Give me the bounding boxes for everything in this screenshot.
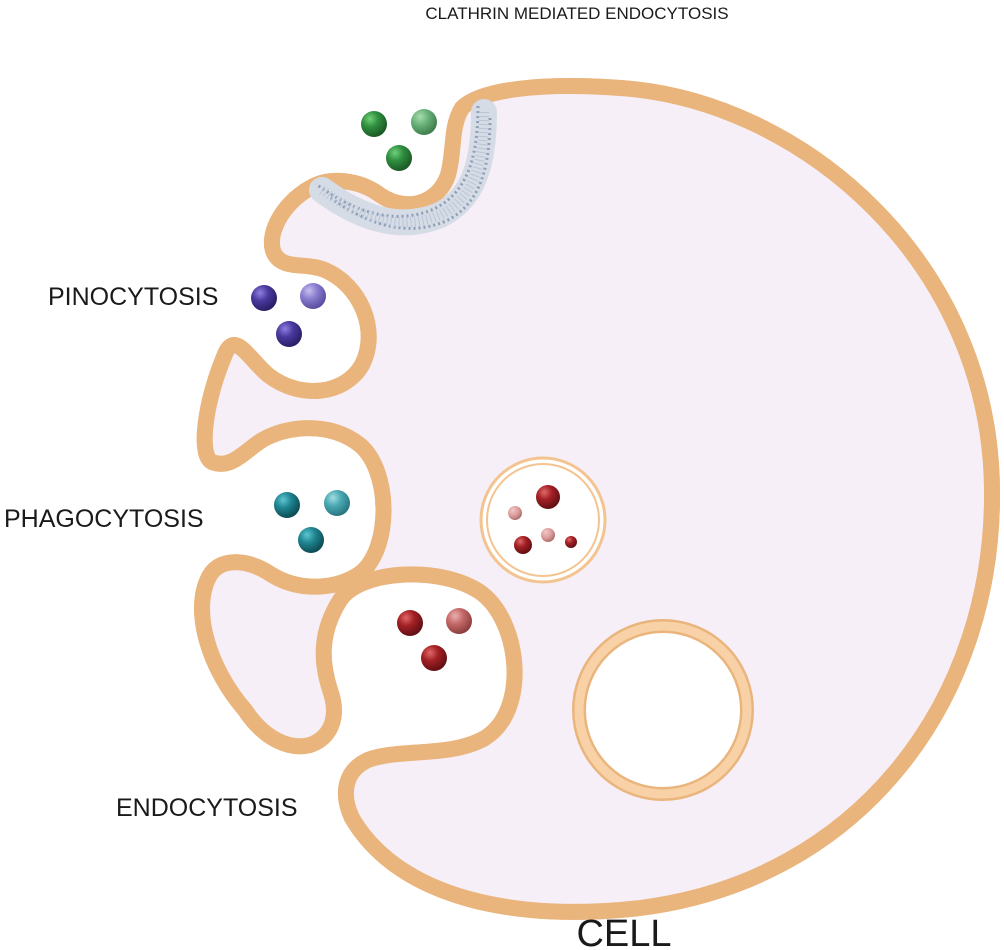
purple-particle xyxy=(300,283,326,309)
phagocytosis-particles xyxy=(274,490,350,553)
label-clathrin: CLATHRIN MEDIATED ENDOCYTOSIS xyxy=(425,4,728,23)
green-particle xyxy=(411,109,437,135)
clathrin-particles xyxy=(361,109,437,171)
red-particle xyxy=(421,645,447,671)
red-particle xyxy=(446,608,472,634)
nucleus-ring xyxy=(572,619,754,801)
endosome-particle xyxy=(565,536,577,548)
green-particle xyxy=(386,145,412,171)
endosome-particle xyxy=(541,528,555,542)
label-pinocytosis: PINOCYTOSIS xyxy=(48,283,218,311)
teal-particle xyxy=(324,490,350,516)
green-particle xyxy=(361,111,387,137)
endosome-particle xyxy=(508,506,522,520)
red-particle xyxy=(397,610,423,636)
clathrin-coat xyxy=(309,99,497,236)
endosome-particle xyxy=(536,485,560,509)
pinocytosis-particles xyxy=(251,283,326,347)
endosome-particle xyxy=(514,536,532,554)
endosome-vesicle xyxy=(479,456,607,584)
label-endocytosis: ENDOCYTOSIS xyxy=(116,794,298,822)
purple-particle xyxy=(276,321,302,347)
purple-particle xyxy=(251,285,277,311)
teal-particle xyxy=(274,492,300,518)
teal-particle xyxy=(298,527,324,553)
label-cell: CELL xyxy=(576,913,671,950)
label-phagocytosis: PHAGOCYTOSIS xyxy=(4,505,204,533)
endocytosis-particles xyxy=(397,608,472,671)
